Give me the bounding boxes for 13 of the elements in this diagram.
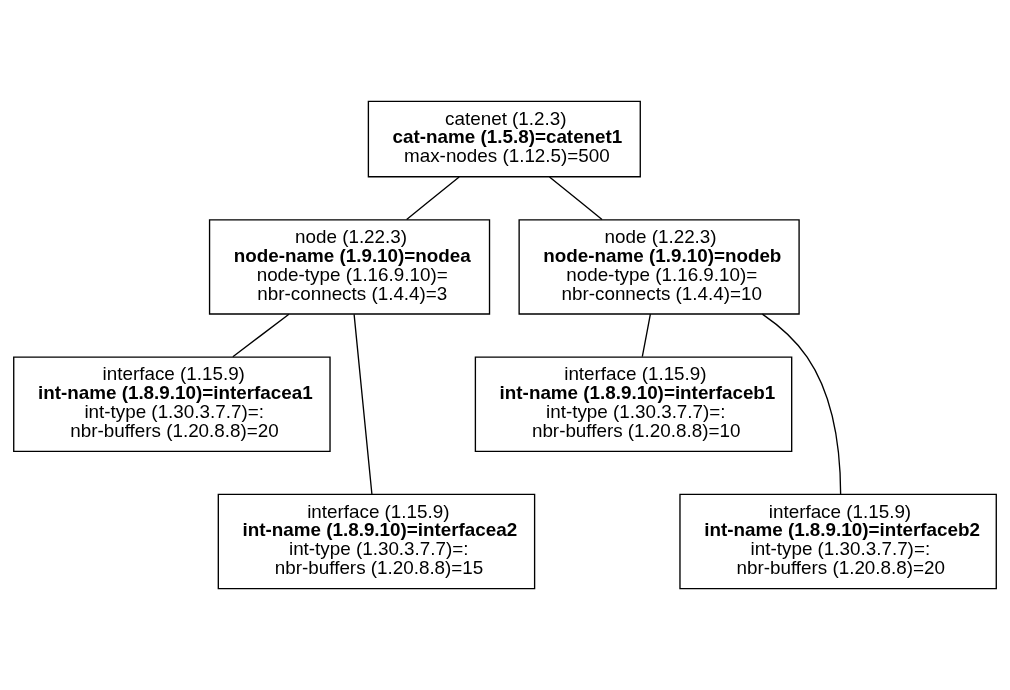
connector [761,313,842,495]
node-box: node (1.22.3) node-name (1.9.10)=nodea node-type (1.16.9.10)= nbr-connects (1.4.4)=3 [208,219,491,315]
connector [548,176,603,221]
node-box: interface (1.15.9) int-name (1.8.9.10)=interfaceb1 int-type (1.30.3.7.7)=: nbr-buffers (1.20.8.8)=10 [474,356,793,452]
connector [353,313,373,495]
connector [641,313,652,358]
node-box: interface (1.15.9) int-name (1.8.9.10)=interfacea1 int-type (1.30.3.7.7)=: nbr-buffers (1.20.8.8)=20 [13,356,331,452]
node-box: node (1.22.3) node-name (1.9.10)=nodeb node-type (1.16.9.10)= nbr-connects (1.4.4)=10 [518,219,800,315]
node-box: catenet (1.2.3) cat-name (1.5.8)=catenet1 max-nodes (1.12.5)=500 [367,100,641,178]
node-box: interface (1.15.9) int-name (1.8.9.10)=interfacea2 int-type (1.30.3.7.7)=: nbr-buffers (1.20.8.8)=15 [217,493,536,590]
connector [232,313,290,358]
node-box: interface (1.15.9) int-name (1.8.9.10)=interfaceb2 int-type (1.30.3.7.7)=: nbr-buffers (1.20.8.8)=20 [679,493,997,590]
connector [405,176,460,221]
